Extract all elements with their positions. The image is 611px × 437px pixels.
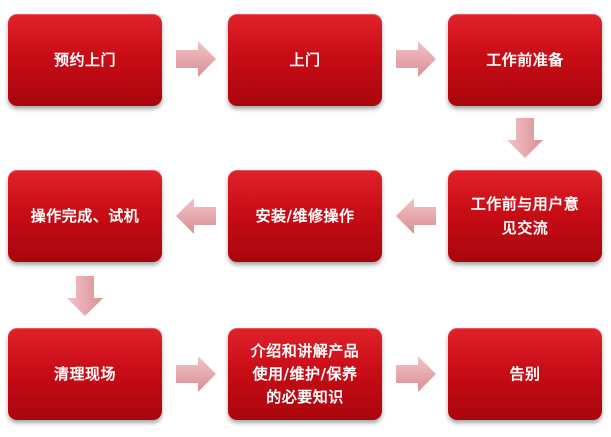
arrow-down-icon [507,118,543,158]
step-box-farewell: 告别 [448,328,602,420]
step-box-installation: 安装/维修操作 [228,170,382,262]
arrow-right-icon [176,41,216,77]
arrow-left-icon [176,198,216,234]
step-box-preparation: 工作前准备 [448,14,602,106]
step-box-appointment: 预约上门 [8,14,162,106]
step-box-visit: 上门 [228,14,382,106]
arrow-left-icon [396,198,436,234]
step-label: 安装/维修操作 [255,207,355,225]
step-label: 操作完成、试机 [30,207,140,225]
step-box-communication: 工作前与用户意 见交流 [448,170,602,262]
step-box-product-introduction: 介绍和讲解产品 使用/维护/保养 的必要知识 [228,328,382,420]
step-box-testing: 操作完成、试机 [8,170,162,262]
step-label: 告别 [509,365,541,383]
step-label: 工作前准备 [486,51,564,69]
step-box-cleanup: 清理现场 [8,328,162,420]
arrow-down-icon [67,276,103,316]
step-label: 介绍和讲解产品 使用/维护/保养 的必要知识 [250,341,360,406]
step-label: 上门 [289,51,321,69]
arrow-right-icon [396,41,436,77]
step-label: 预约上门 [53,51,116,69]
arrow-right-icon [176,356,216,392]
step-label: 工作前与用户意 见交流 [470,195,580,237]
step-label: 清理现场 [53,365,116,383]
arrow-right-icon [396,356,436,392]
